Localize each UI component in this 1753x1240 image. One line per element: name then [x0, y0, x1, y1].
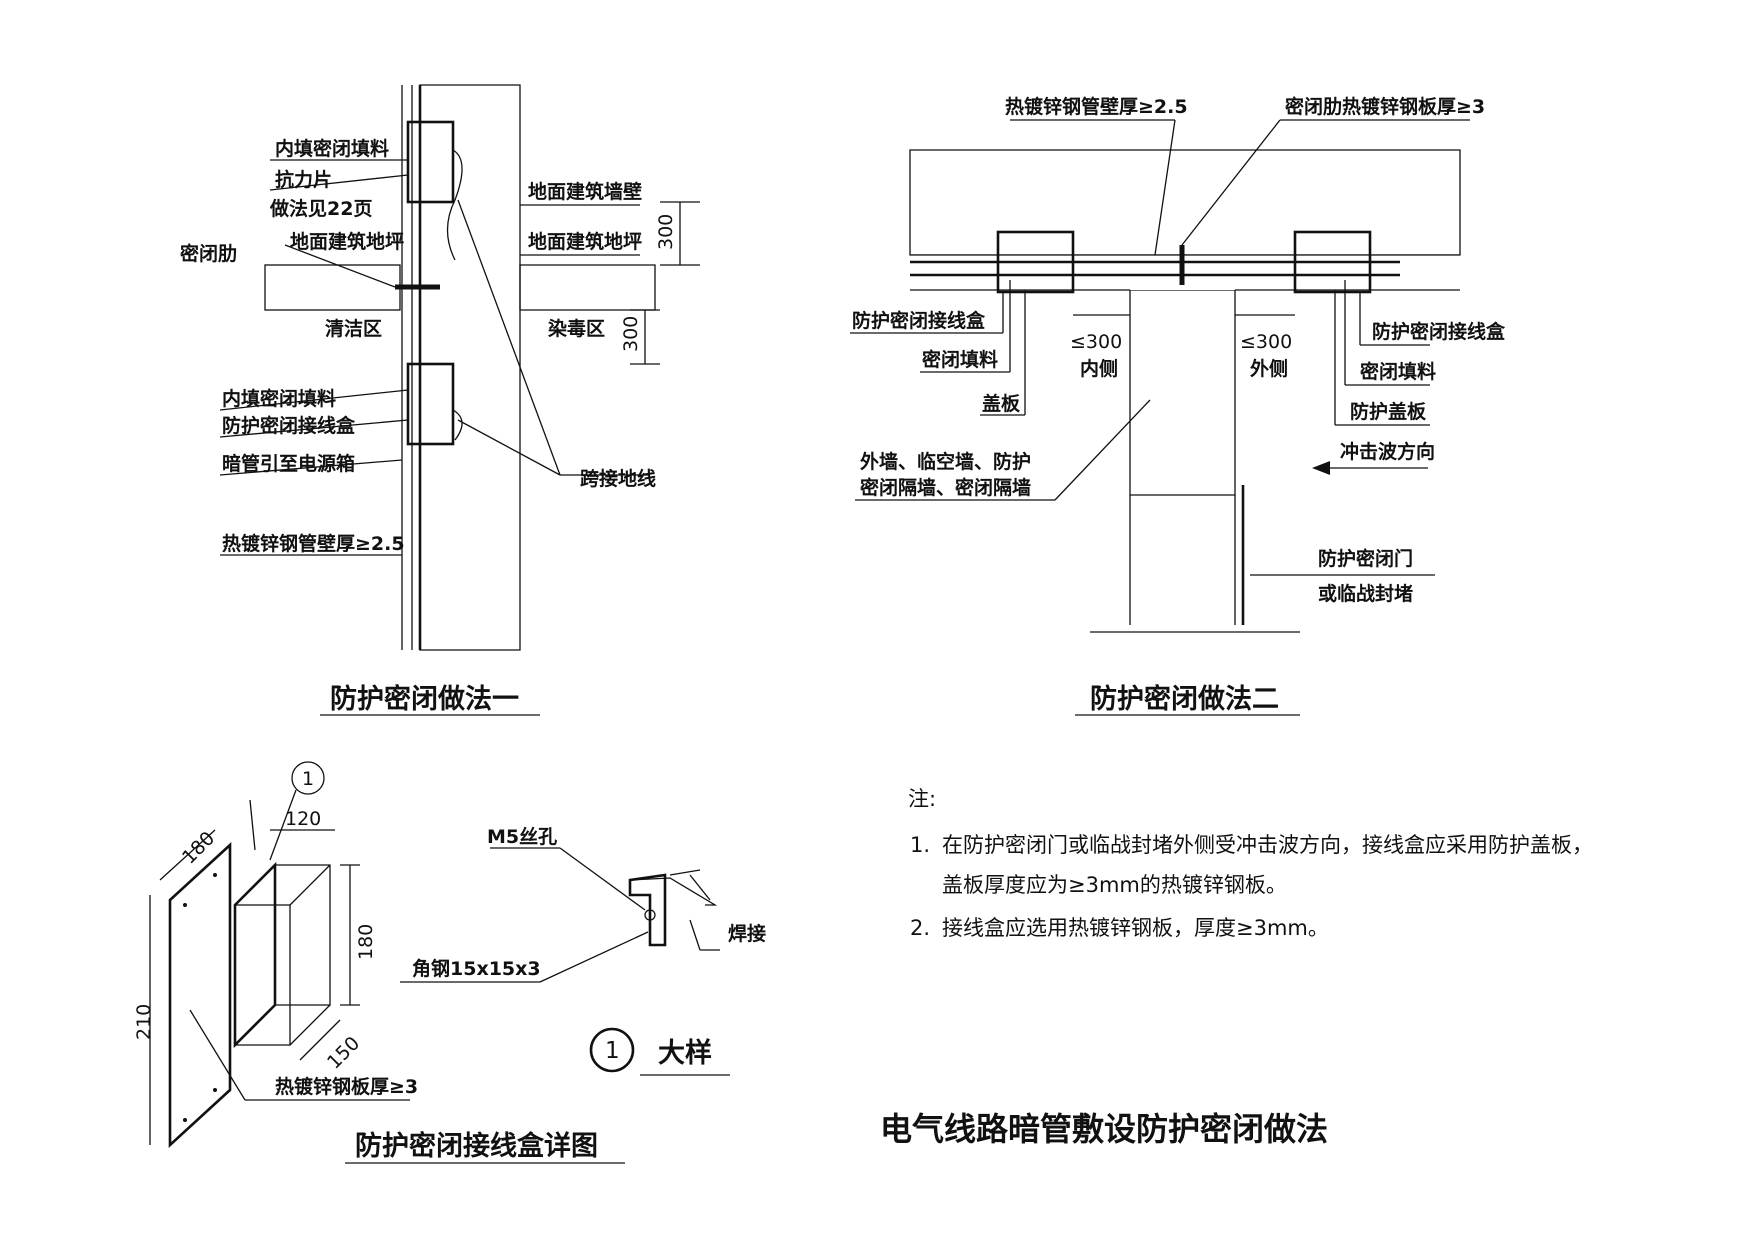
- d2-label-door-line1: 防护密闭门: [1318, 547, 1413, 570]
- d1-label-anti-force: 抗力片: [275, 168, 332, 191]
- d3-title: 防护密闭接线盒详图: [355, 1130, 598, 1162]
- d3-dim-depth: 150: [323, 1032, 364, 1073]
- d3-dim-side: 180: [178, 827, 219, 868]
- note-1-num: 1.: [910, 833, 930, 857]
- d4-weld: 焊接: [728, 922, 766, 945]
- cover-plate: [168, 842, 232, 1148]
- floor-slab-left: [264, 264, 401, 311]
- d4-angle: 角钢15x15x3: [412, 957, 541, 980]
- d2-label-fill-left: 密闭填料: [922, 348, 998, 371]
- d2-title: 防护密闭做法二: [1090, 683, 1279, 715]
- d2-label-wall-line2: 密闭隔墙、密闭隔墙: [860, 476, 1031, 499]
- note-1-line2: 盖板厚度应为≥3mm的热镀锌钢板。: [942, 873, 1287, 897]
- d3-dim-plate-h: 210: [133, 1004, 155, 1040]
- d1-label-seal-rib: 密闭肋: [180, 242, 237, 265]
- d3-ref-circle: [291, 761, 325, 795]
- detail4-drawing: [400, 847, 730, 1076]
- d1-label-ground-wall: 地面建筑墙壁: [528, 180, 642, 203]
- lower-junction-box: [406, 362, 455, 446]
- d1-label-conduit: 暗管引至电源箱: [222, 452, 355, 475]
- d2-label-outer-side: 外侧: [1250, 357, 1288, 380]
- upper-junction-box: [406, 120, 455, 204]
- box-front: [233, 861, 277, 1049]
- d1-label-ground-floor-right: 地面建筑地坪: [528, 230, 642, 253]
- d2-dim-inner: ≤300: [1070, 331, 1122, 353]
- d4-title: 大样: [658, 1037, 712, 1069]
- d1-dim-upper: 300: [655, 214, 677, 250]
- d2-label-shock-dir: 冲击波方向: [1340, 440, 1435, 463]
- angle-steel: [628, 873, 667, 947]
- d1-label-pipe-wall: 热镀锌钢管壁厚≥2.5: [222, 532, 405, 555]
- d2-label-box-left: 防护密闭接线盒: [852, 309, 986, 332]
- slab-body: [909, 149, 1461, 256]
- note-2-num: 2.: [910, 916, 930, 940]
- d1-dim-lower: 300: [620, 316, 642, 352]
- d4-hole: M5丝孔: [487, 825, 557, 848]
- floor-slab-right: [519, 264, 656, 311]
- d1-label-clean-zone: 清洁区: [325, 317, 382, 340]
- detail3-drawing: [149, 761, 410, 1148]
- d2-label-wall-line1: 外墙、临空墙、防护: [860, 450, 1031, 473]
- note-2-line1: 接线盒应选用热镀锌钢板，厚度≥3mm。: [942, 916, 1329, 940]
- d3-ref-num: 1: [302, 768, 314, 790]
- d2-label-seal-rib: 密闭肋热镀锌钢板厚≥3: [1285, 95, 1485, 118]
- d1-label-junction-box: 防护密闭接线盒: [222, 414, 356, 437]
- d1-label-ground-floor-left: 地面建筑地坪: [290, 230, 404, 253]
- d2-label-protect-cover: 防护盖板: [1350, 400, 1427, 423]
- d2-label-door-line2: 或临战封堵: [1318, 582, 1413, 605]
- d2-label-inner-side: 内侧: [1080, 357, 1118, 380]
- notes-heading: 注:: [908, 787, 936, 811]
- d1-label-jumper: 跨接地线: [580, 467, 656, 490]
- d1-title: 防护密闭做法一: [330, 683, 519, 715]
- d4-ref-circle: [589, 1027, 635, 1073]
- d1-label-fill-bottom: 内填密闭填料: [222, 387, 336, 410]
- d2-label-box-right: 防护密闭接线盒: [1372, 320, 1506, 343]
- wall-body-lower: [1129, 289, 1236, 496]
- d2-label-cover: 盖板: [982, 392, 1021, 415]
- left-junction-box: [996, 230, 1075, 294]
- d2-label-fill-right: 密闭填料: [1360, 360, 1436, 383]
- detail1-drawing: [219, 84, 700, 651]
- d1-label-fill-top: 内填密闭填料: [275, 137, 389, 160]
- detail2-drawing: [850, 119, 1470, 633]
- d3-dim-top: 120: [285, 808, 321, 830]
- main-title: 电气线路暗管敷设防护密闭做法: [880, 1110, 1328, 1148]
- right-junction-box: [1293, 230, 1372, 294]
- wall-body: [419, 84, 521, 651]
- d2-label-pipe-wall: 热镀锌钢管壁厚≥2.5: [1005, 95, 1188, 118]
- d3-dim-height: 180: [355, 924, 377, 960]
- d1-label-see-page: 做法见22页: [269, 197, 372, 220]
- d2-dim-outer: ≤300: [1240, 331, 1292, 353]
- note-1-line1: 在防护密闭门或临战封堵外侧受冲击波方向，接线盒应采用防护盖板，: [942, 833, 1593, 857]
- d3-plate-note: 热镀锌钢板厚≥3: [275, 1075, 418, 1098]
- d1-label-contam-zone: 染毒区: [548, 317, 605, 340]
- d4-ref-num: 1: [605, 1038, 620, 1064]
